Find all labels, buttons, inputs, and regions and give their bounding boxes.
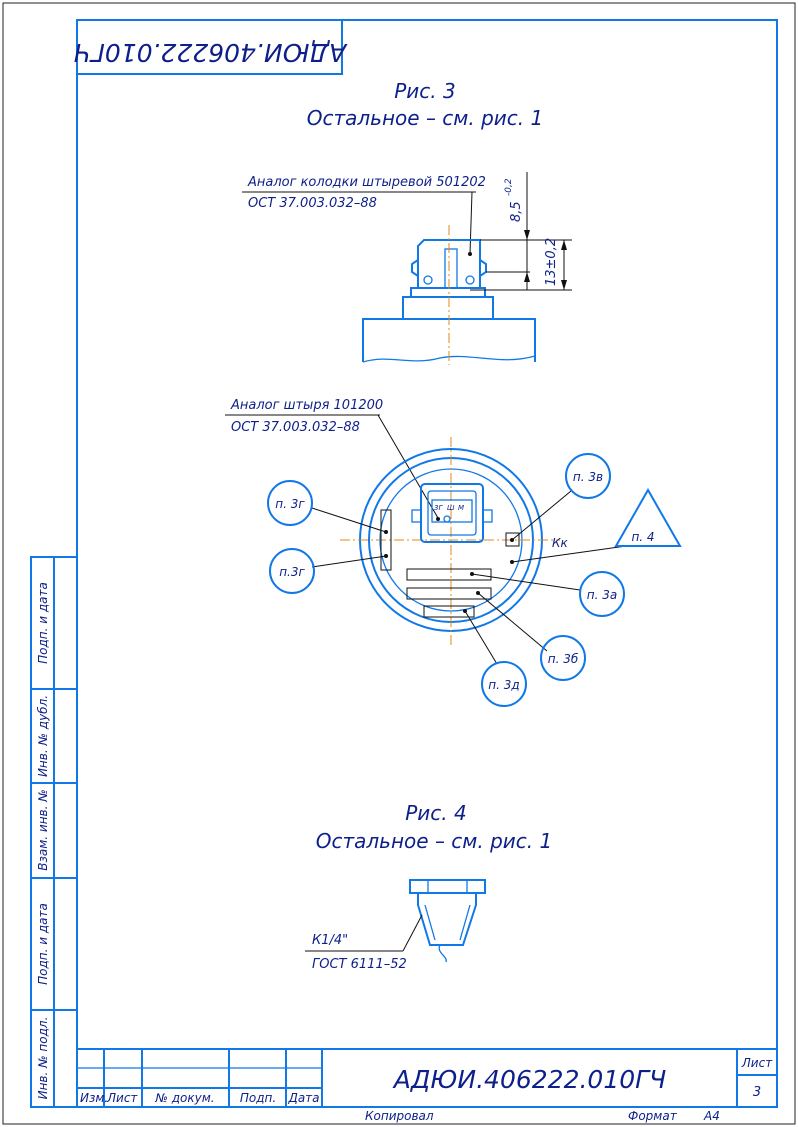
fig4-subtitle: Остальное – см. рис. 1	[316, 829, 552, 853]
housing-break-line	[362, 355, 536, 363]
callout-3b	[540, 635, 586, 681]
marking-bar-2	[406, 587, 492, 600]
pin-leader	[377, 414, 439, 519]
callout-3d-text: п. 3д	[488, 678, 519, 692]
pin-mark-3g: 3Г	[434, 504, 443, 512]
footer-format-value: А4	[703, 1109, 720, 1123]
pin-mark-sh: Ш	[447, 504, 455, 512]
col-data: Дата	[287, 1091, 319, 1105]
fig4-title: Рис. 4	[405, 801, 467, 825]
fig4-fitting: К1/4" ГОСТ 6111–52	[305, 879, 486, 972]
callout-3g-lower-text: п.3г	[279, 565, 305, 579]
pin-hole-right	[465, 275, 475, 285]
marking-strip-vertical	[380, 509, 392, 571]
fitting-break	[438, 944, 447, 963]
fitting-hex	[409, 879, 486, 894]
connector-top-outer	[420, 483, 484, 543]
side-columns: Подп. и дата Инв. № дубл. Взам. инв. № П…	[30, 556, 78, 1108]
pin-mark-m: М	[458, 504, 464, 512]
callout-4-text: п. 4	[631, 530, 654, 544]
side-inv-dubl: Инв. № дубл.	[36, 695, 50, 777]
callout-3g-upper	[267, 480, 313, 526]
mark-kk: Кк	[552, 536, 569, 550]
top-stamp-designation: АДЮИ.406222.010ГЧ	[74, 38, 348, 67]
side-inv-podl: Инв. № подл.	[36, 1017, 50, 1100]
callout-3g-upper-text: п. 3г	[275, 497, 305, 511]
connector-latch-left	[411, 259, 419, 277]
connector-slot	[444, 248, 458, 289]
designation: АДЮИ.406222.010ГЧ	[392, 1065, 666, 1094]
connector-note-line2: ОСТ 37.003.032–88	[248, 196, 377, 211]
side-podp-data-2: Подп. и дата	[36, 903, 50, 985]
marking-bar-1	[406, 568, 492, 581]
fitting-thread-body	[417, 893, 477, 946]
callout-3a-text: п. 3а	[587, 588, 617, 602]
sheet-number: 3	[753, 1085, 761, 1100]
footer-copied: Копировал	[365, 1109, 434, 1123]
fig3-top-view: Аналог штыря 101200 ОСТ 37.003.032–88 3Г…	[225, 398, 682, 707]
col-izm: Изм.	[80, 1091, 108, 1105]
connector-note-line1: Аналог колодки штыревой 501202	[247, 175, 486, 190]
callout-3d	[481, 661, 527, 707]
sheet-label: Лист	[741, 1056, 773, 1070]
callout-3b-text: п. 3б	[548, 652, 579, 666]
fitting-thread-lines	[424, 904, 471, 941]
col-doc: № докум.	[154, 1091, 214, 1105]
footer-format-label: Формат	[628, 1109, 678, 1123]
callout-3v	[565, 453, 611, 499]
dim-13: 13±0,2	[544, 238, 559, 286]
marking-square	[505, 532, 520, 547]
connector-top-inner	[427, 490, 477, 536]
thread-leader	[402, 914, 423, 952]
side-vzam-inv: Взам. инв. №	[36, 789, 50, 870]
top-stamp: АДЮИ.406222.010ГЧ	[74, 19, 348, 75]
callout-3g-lower	[269, 548, 315, 594]
connector-latch-right	[479, 259, 487, 277]
fig3-title: Рис. 3	[394, 79, 456, 103]
marking-bar-3	[423, 605, 475, 618]
pin-hole-left	[423, 275, 433, 285]
pin-note-line1: Аналог штыря 101200	[230, 398, 383, 413]
thread-note-line1: К1/4"	[312, 933, 348, 948]
col-podp: Подп.	[240, 1091, 276, 1105]
side-podp-data-1: Подп. и дата	[36, 582, 50, 664]
fig3-side-view: Аналог колодки штыревой 501202 ОСТ 37.00…	[242, 172, 572, 365]
housing-collar	[410, 287, 486, 298]
connector-leader	[469, 191, 473, 255]
title-block: Изм. Лист № докум. Подп. Дата АДЮИ.40622…	[77, 1048, 777, 1107]
thread-note-line2: ГОСТ 6111–52	[312, 957, 407, 972]
callout-3v-text: п. 3в	[573, 470, 603, 484]
callout-4-triangle	[614, 487, 682, 547]
fig3-subtitle: Остальное – см. рис. 1	[307, 106, 543, 130]
col-list: Лист	[106, 1091, 138, 1105]
connector-leader-dot	[468, 252, 472, 256]
pin-note-line2: ОСТ 37.003.032–88	[231, 420, 360, 435]
connector-pin-field	[431, 499, 473, 523]
callout-3a	[579, 571, 625, 617]
housing-neck	[402, 296, 494, 320]
dim-8-5-tolerance: -0,2	[504, 178, 514, 196]
dim-8-5: 8,5	[509, 201, 524, 222]
